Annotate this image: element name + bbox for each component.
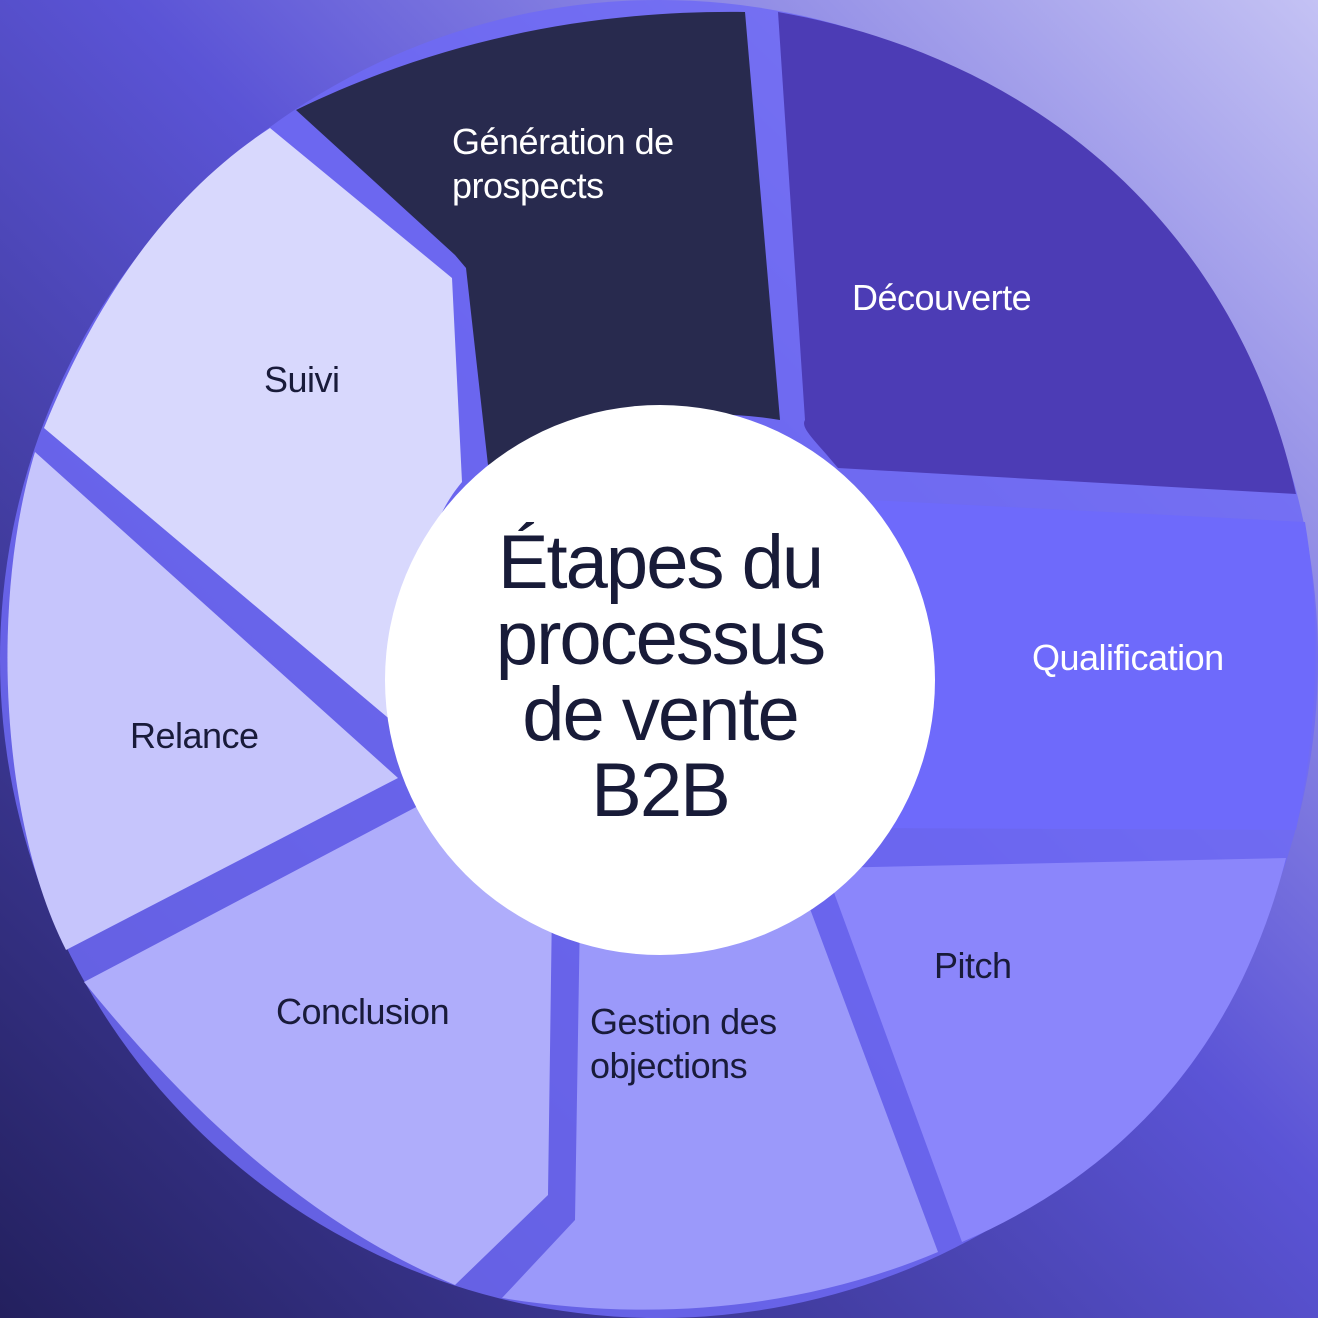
title-line: Étapes du (497, 520, 824, 605)
segment-generation-de-prospects[interactable] (296, 11, 780, 465)
segment-decouverte[interactable] (778, 12, 1296, 494)
label-line: Relance (130, 715, 259, 756)
segment-relance[interactable] (7, 452, 399, 950)
label-line: objections (590, 1045, 748, 1086)
label-decouverte: Découverte (852, 276, 1032, 320)
center-circle (385, 405, 935, 955)
segment-gestion-des-objections[interactable] (502, 882, 938, 1310)
segment-conclusion[interactable] (84, 805, 552, 1285)
label-line: Génération de (452, 121, 674, 162)
segment-pitch[interactable] (825, 858, 1286, 1242)
label-line: Qualification (1032, 637, 1224, 678)
label-line: Pitch (934, 945, 1012, 986)
title-line: de vente (522, 672, 800, 757)
label-qualification: Qualification (1032, 636, 1224, 680)
label-line: Suivi (264, 359, 340, 400)
label-conclusion: Conclusion (276, 990, 450, 1034)
label-line: Gestion des (590, 1001, 777, 1042)
label-line: Conclusion (276, 991, 450, 1032)
title-line: B2B (591, 748, 731, 833)
label-line: Découverte (852, 277, 1032, 318)
label-suivi: Suivi (264, 358, 340, 402)
diagram-title: Étapes du processus de vente B2B (420, 525, 900, 829)
label-gestion-des-objections: Gestion des objections (590, 1000, 777, 1088)
label-generation-de-prospects: Génération de prospects (452, 120, 674, 208)
label-pitch: Pitch (934, 944, 1012, 988)
label-relance: Relance (130, 714, 259, 758)
segment-suivi[interactable] (44, 128, 462, 738)
segment-qualification[interactable] (862, 500, 1316, 830)
title-line: processus (495, 596, 826, 681)
label-line: prospects (452, 165, 604, 206)
